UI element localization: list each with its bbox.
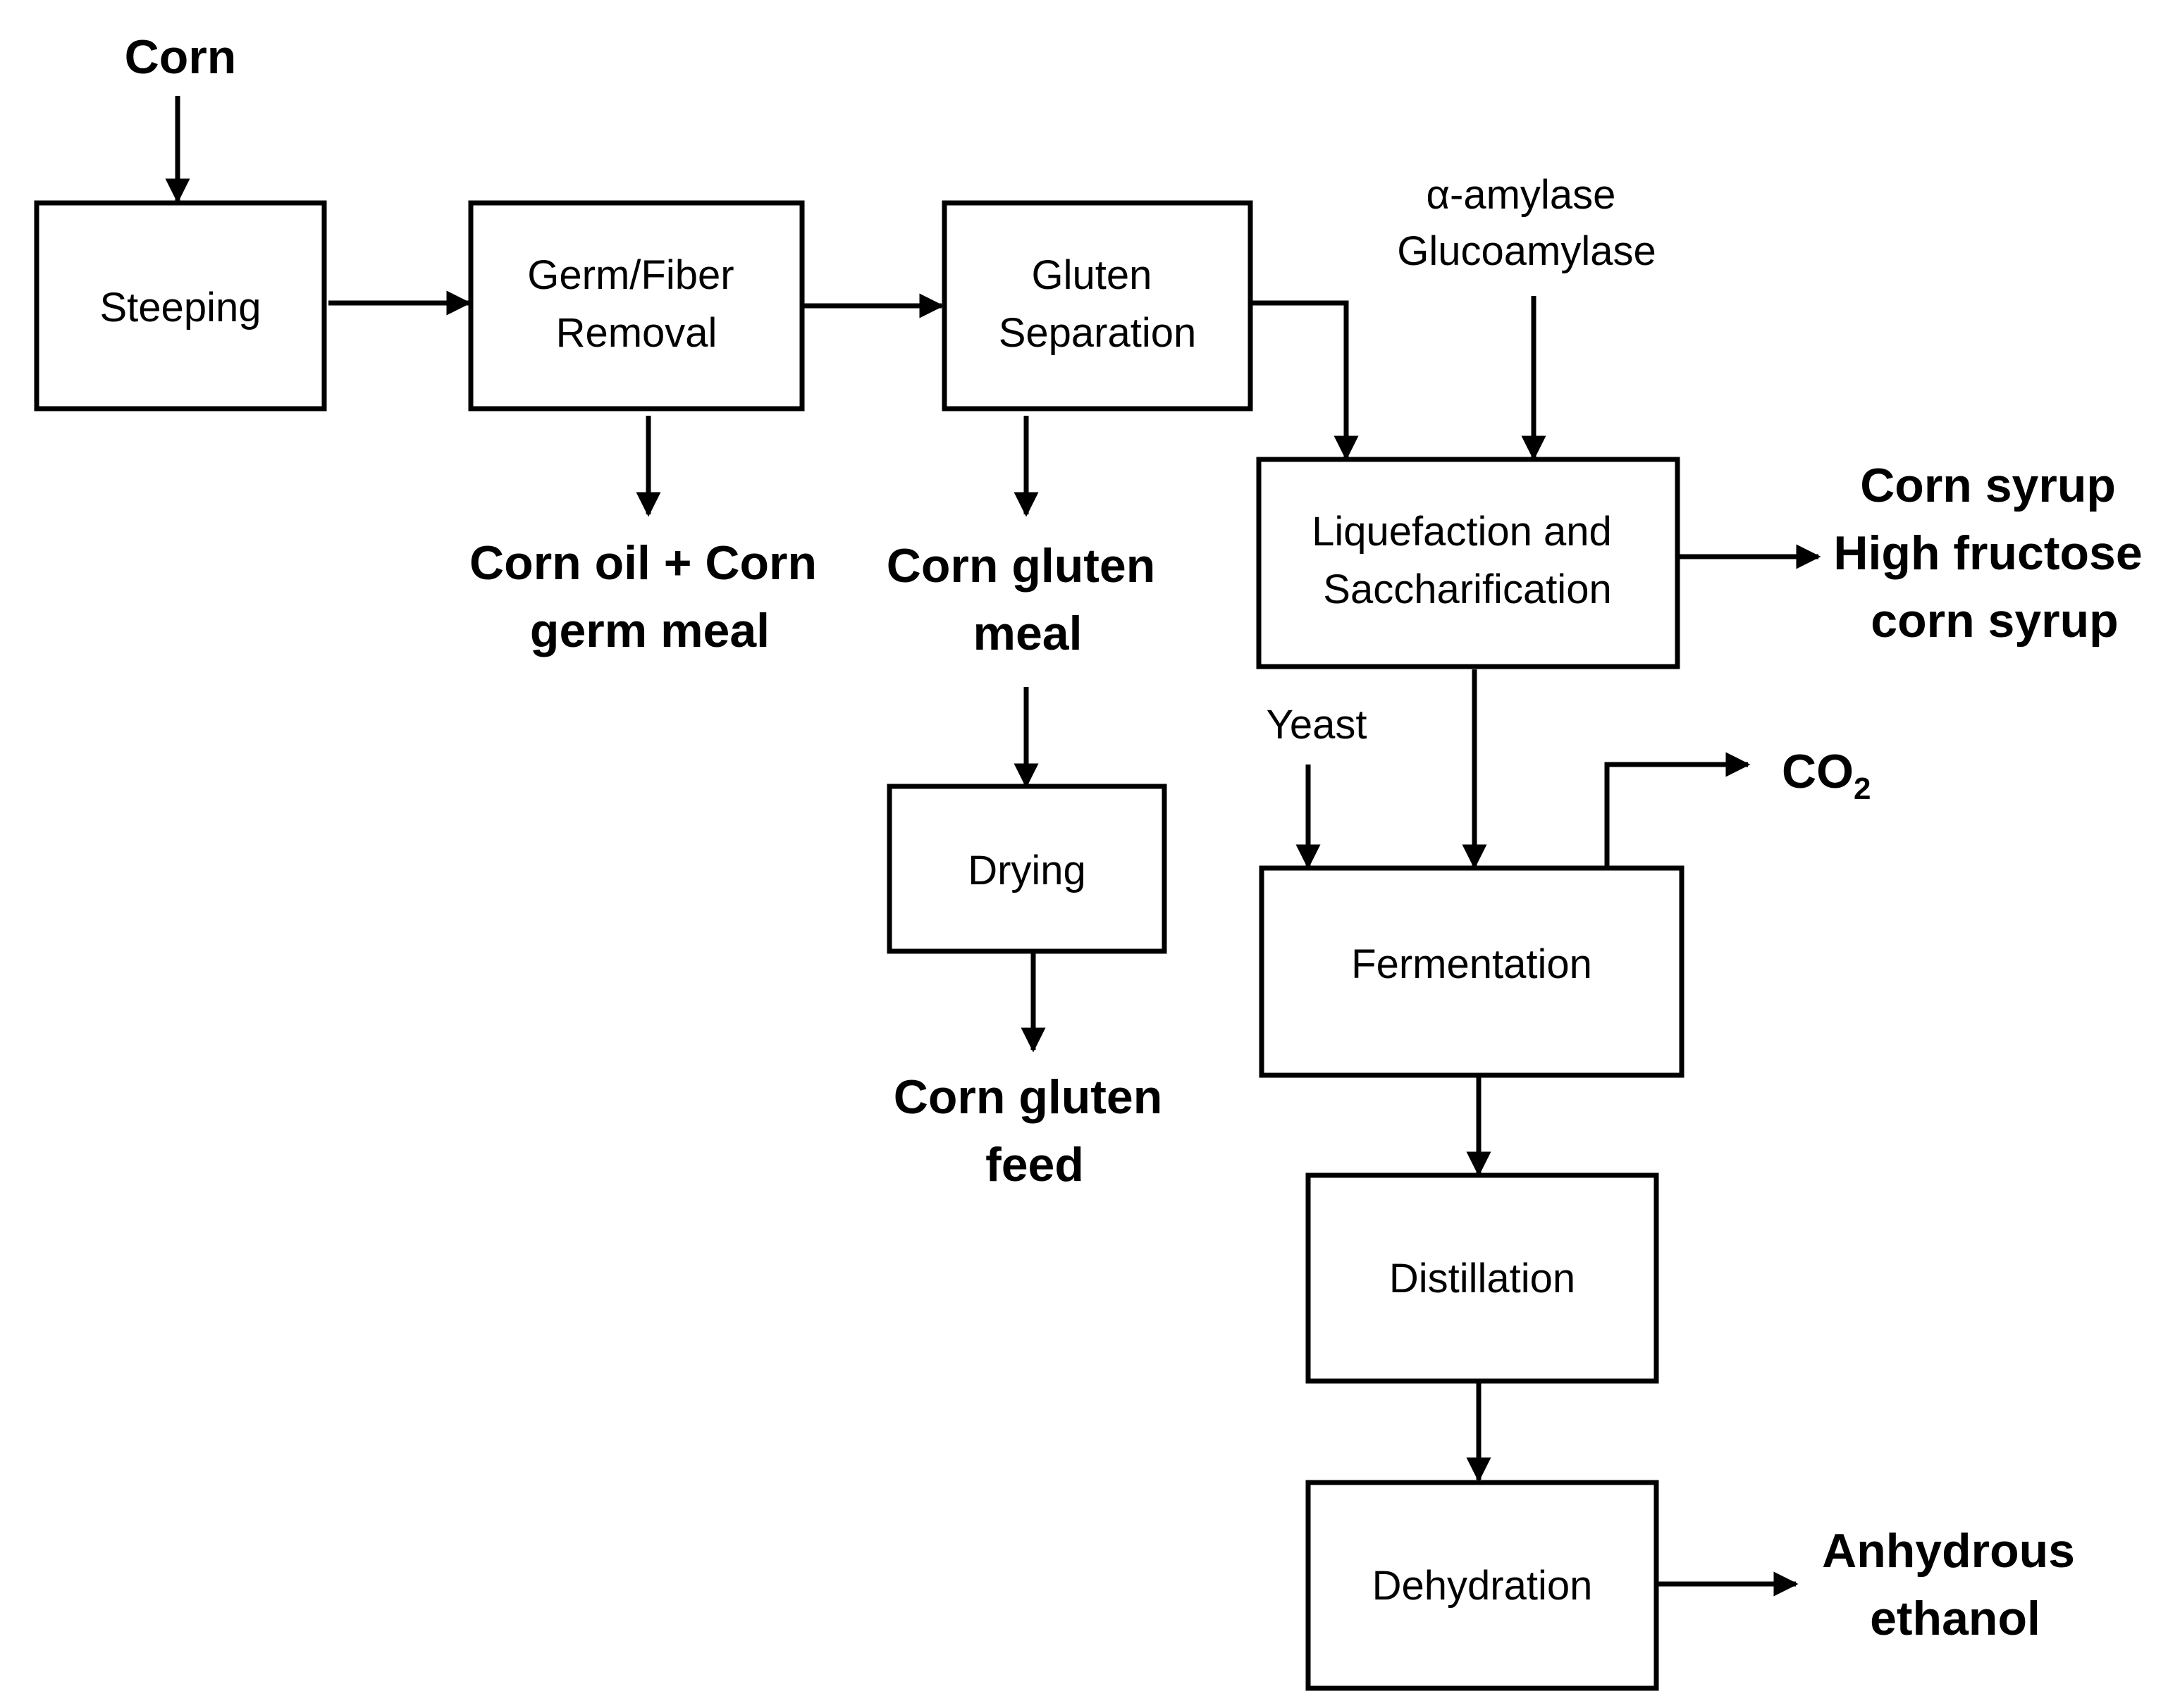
process-liquefaction-saccharification: Liquefaction and Saccharification bbox=[1256, 457, 1680, 669]
product-corn-gluten-feed: Corn gluten feed bbox=[894, 1070, 1176, 1192]
process-steeping: Steeping bbox=[34, 200, 327, 411]
fermentation-label: Fermentation bbox=[1351, 941, 1592, 987]
input-yeast: Yeast bbox=[1267, 702, 1367, 748]
ethanol-line-1: Anhydrous bbox=[1822, 1524, 2075, 1578]
arrow-gluten-separation-to-liquefaction bbox=[1250, 300, 1359, 461]
input-enzymes: α-amylase Glucoamylase bbox=[1397, 172, 1656, 274]
product-syrups: Corn syrup High fructose corn syrup bbox=[1833, 459, 2155, 648]
co2-main: CO bbox=[1782, 745, 1854, 798]
arrow-fermentation-to-co2 bbox=[1604, 752, 1751, 867]
corn-oil-line-2: germ meal bbox=[530, 604, 770, 657]
process-dehydration: Dehydration bbox=[1305, 1480, 1659, 1691]
product-corn-gluten-meal: Corn gluten meal bbox=[887, 539, 1169, 660]
ethanol-line-2: ethanol bbox=[1870, 1592, 2040, 1645]
germ-fiber-removal-line-2: Removal bbox=[556, 310, 717, 356]
product-anhydrous-ethanol: Anhydrous ethanol bbox=[1822, 1524, 2088, 1645]
gluten-separation-line-1: Gluten bbox=[1031, 252, 1152, 298]
steeping-box bbox=[34, 200, 327, 411]
gluten-separation-box bbox=[942, 200, 1253, 411]
enzyme-alpha-amylase: α-amylase bbox=[1427, 172, 1616, 218]
gluten-meal-line-1: Corn gluten bbox=[887, 539, 1156, 593]
process-drying: Drying bbox=[887, 784, 1167, 954]
dehydration-label: Dehydration bbox=[1372, 1563, 1593, 1609]
gluten-feed-line-1: Corn gluten bbox=[894, 1070, 1163, 1124]
process-distillation: Distillation bbox=[1305, 1172, 1659, 1384]
distillation-box bbox=[1305, 1172, 1659, 1384]
syrup-line-1: Corn syrup bbox=[1860, 459, 2116, 512]
drying-box bbox=[887, 784, 1167, 954]
co2-subscript: 2 bbox=[1854, 772, 1871, 806]
gluten-meal-line-2: meal bbox=[973, 607, 1083, 660]
process-germ-fiber-removal: Germ/Fiber Removal bbox=[468, 200, 805, 411]
syrup-line-2: High fructose bbox=[1833, 526, 2142, 580]
corn-oil-line-1: Corn oil + Corn bbox=[469, 536, 817, 590]
process-fermentation: Fermentation bbox=[1259, 865, 1684, 1078]
liquefaction-line-1: Liquefaction and bbox=[1312, 509, 1612, 555]
process-gluten-separation: Gluten Separation bbox=[942, 200, 1253, 411]
enzyme-glucoamylase: Glucoamylase bbox=[1397, 228, 1656, 274]
liquefaction-saccharification-box bbox=[1256, 457, 1680, 669]
distillation-label: Distillation bbox=[1389, 1256, 1575, 1301]
product-co2: CO2 bbox=[1782, 745, 1871, 806]
connectors bbox=[165, 96, 1821, 1597]
germ-fiber-removal-line-1: Germ/Fiber bbox=[527, 252, 734, 298]
germ-fiber-removal-label: Germ/Fiber Removal bbox=[527, 252, 745, 356]
fermentation-box bbox=[1259, 865, 1684, 1078]
liquefaction-line-2: Saccharification bbox=[1323, 567, 1611, 612]
gluten-feed-line-2: feed bbox=[985, 1138, 1084, 1192]
drying-label: Drying bbox=[968, 848, 1086, 893]
dehydration-box bbox=[1305, 1480, 1659, 1691]
steeping-label: Steeping bbox=[100, 285, 261, 330]
gluten-separation-line-2: Separation bbox=[999, 310, 1197, 356]
liquefaction-saccharification-label: Liquefaction and Saccharification bbox=[1312, 509, 1623, 612]
input-corn: Corn bbox=[125, 30, 237, 84]
gluten-separation-label: Gluten Separation bbox=[999, 252, 1197, 356]
product-corn-oil-germ-meal: Corn oil + Corn germ meal bbox=[469, 536, 830, 657]
germ-fiber-removal-box bbox=[468, 200, 805, 411]
syrup-line-3: corn syrup bbox=[1871, 594, 2118, 648]
